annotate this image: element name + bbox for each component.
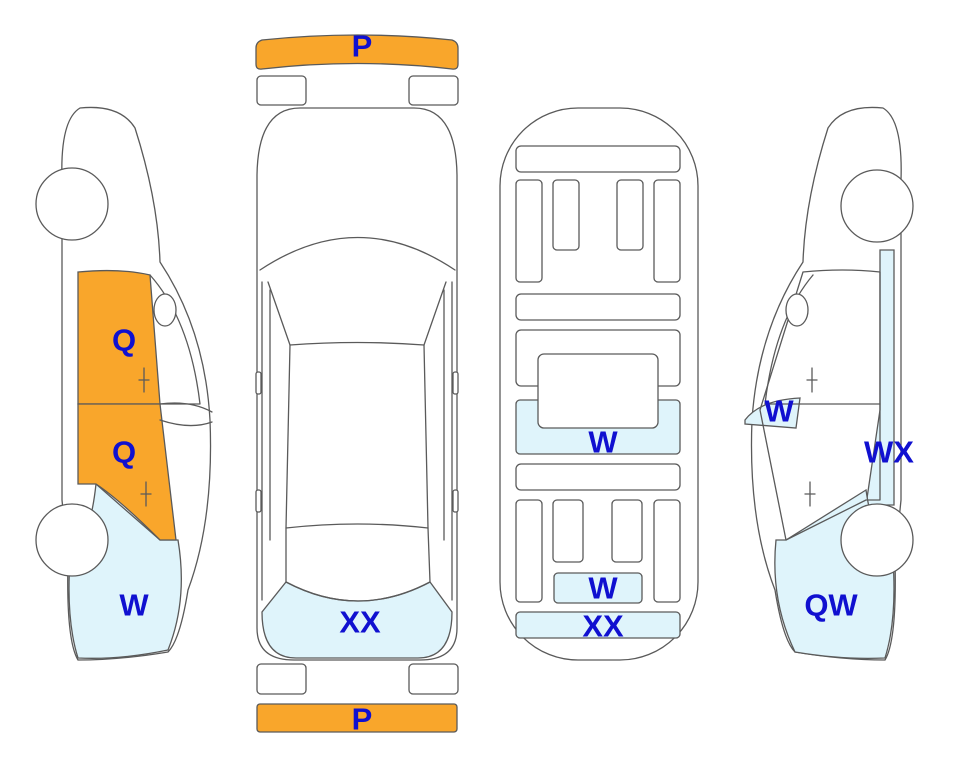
under-rear-right-slot	[611, 499, 643, 563]
windshield-inner	[267, 281, 447, 346]
windshield-outline	[259, 236, 456, 271]
top-view-car	[255, 107, 459, 661]
right-mirror	[785, 293, 809, 327]
under-rear-left-rail	[515, 499, 543, 603]
under-rear-left-slot	[552, 499, 584, 563]
rear-bumper[interactable]	[256, 703, 458, 733]
front-bumper[interactable]	[255, 34, 459, 70]
front-bumper-group	[255, 34, 459, 106]
under-center-plate	[537, 353, 659, 429]
under-rear-lower-panel[interactable]	[515, 611, 681, 639]
under-crossbar-2	[515, 463, 681, 491]
right-window-line	[764, 274, 814, 405]
left-rear-door[interactable]	[77, 403, 177, 541]
label-rear-bumper: P	[352, 702, 373, 737]
label-under-rear-lower: XX	[582, 609, 624, 644]
under-front-left-rail	[515, 179, 543, 283]
under-front-left-slot	[552, 179, 580, 251]
left-mirror	[255, 371, 262, 395]
label-top-rear-window: XX	[339, 605, 381, 640]
under-front-right-slot	[616, 179, 644, 251]
label-front-bumper: P	[352, 29, 373, 64]
left-front-handle	[138, 367, 150, 393]
label-left-front-door: Q	[112, 323, 136, 358]
right-mirror	[452, 371, 459, 395]
right-mirror-area[interactable]	[744, 397, 801, 429]
label-right-rear-quarter: QW	[804, 588, 858, 623]
label-right-mirror-area: W	[764, 394, 794, 429]
under-crossbar-1	[515, 293, 681, 321]
label-under-center: W	[588, 425, 618, 460]
front-light-left	[256, 75, 307, 106]
left-pillar-line	[159, 419, 213, 427]
right-side-view	[744, 106, 914, 661]
rear-bumper-group	[256, 663, 459, 733]
left-door-handle	[255, 489, 262, 513]
left-rear-wheel	[35, 503, 109, 577]
rear-light-right	[408, 663, 459, 695]
rear-light-left	[256, 663, 307, 695]
right-rear-wheel	[840, 503, 914, 577]
right-front-wheel	[840, 169, 914, 243]
top-view-body	[256, 107, 458, 661]
left-front-wheel	[35, 167, 109, 241]
right-door-handle	[452, 489, 459, 513]
right-front-handle	[806, 367, 818, 393]
left-side-view	[35, 106, 213, 661]
front-light-right	[408, 75, 459, 106]
under-rear-upper-panel[interactable]	[553, 572, 643, 604]
label-right-rear-pillar: WX	[864, 435, 914, 470]
right-door-frame	[759, 269, 881, 541]
under-front-bar	[515, 145, 681, 173]
rear-glass-outline	[285, 527, 431, 602]
left-rear-handle	[140, 481, 152, 507]
left-front-door[interactable]	[77, 269, 161, 405]
left-window-lower	[159, 402, 213, 413]
left-window-line	[149, 274, 201, 405]
label-left-rear-door: Q	[112, 435, 136, 470]
damage-labels: P P Q Q W XX W W XX W WX QW	[112, 29, 914, 737]
roof-outline	[285, 344, 429, 529]
left-mirror	[153, 293, 177, 327]
under-rear-right-rail	[653, 499, 681, 603]
right-rear-handle	[804, 481, 816, 507]
label-under-rear-upper: W	[588, 571, 618, 606]
label-left-rear-quarter: W	[119, 588, 149, 623]
under-front-right-rail	[653, 179, 681, 283]
underside-view	[499, 107, 699, 661]
